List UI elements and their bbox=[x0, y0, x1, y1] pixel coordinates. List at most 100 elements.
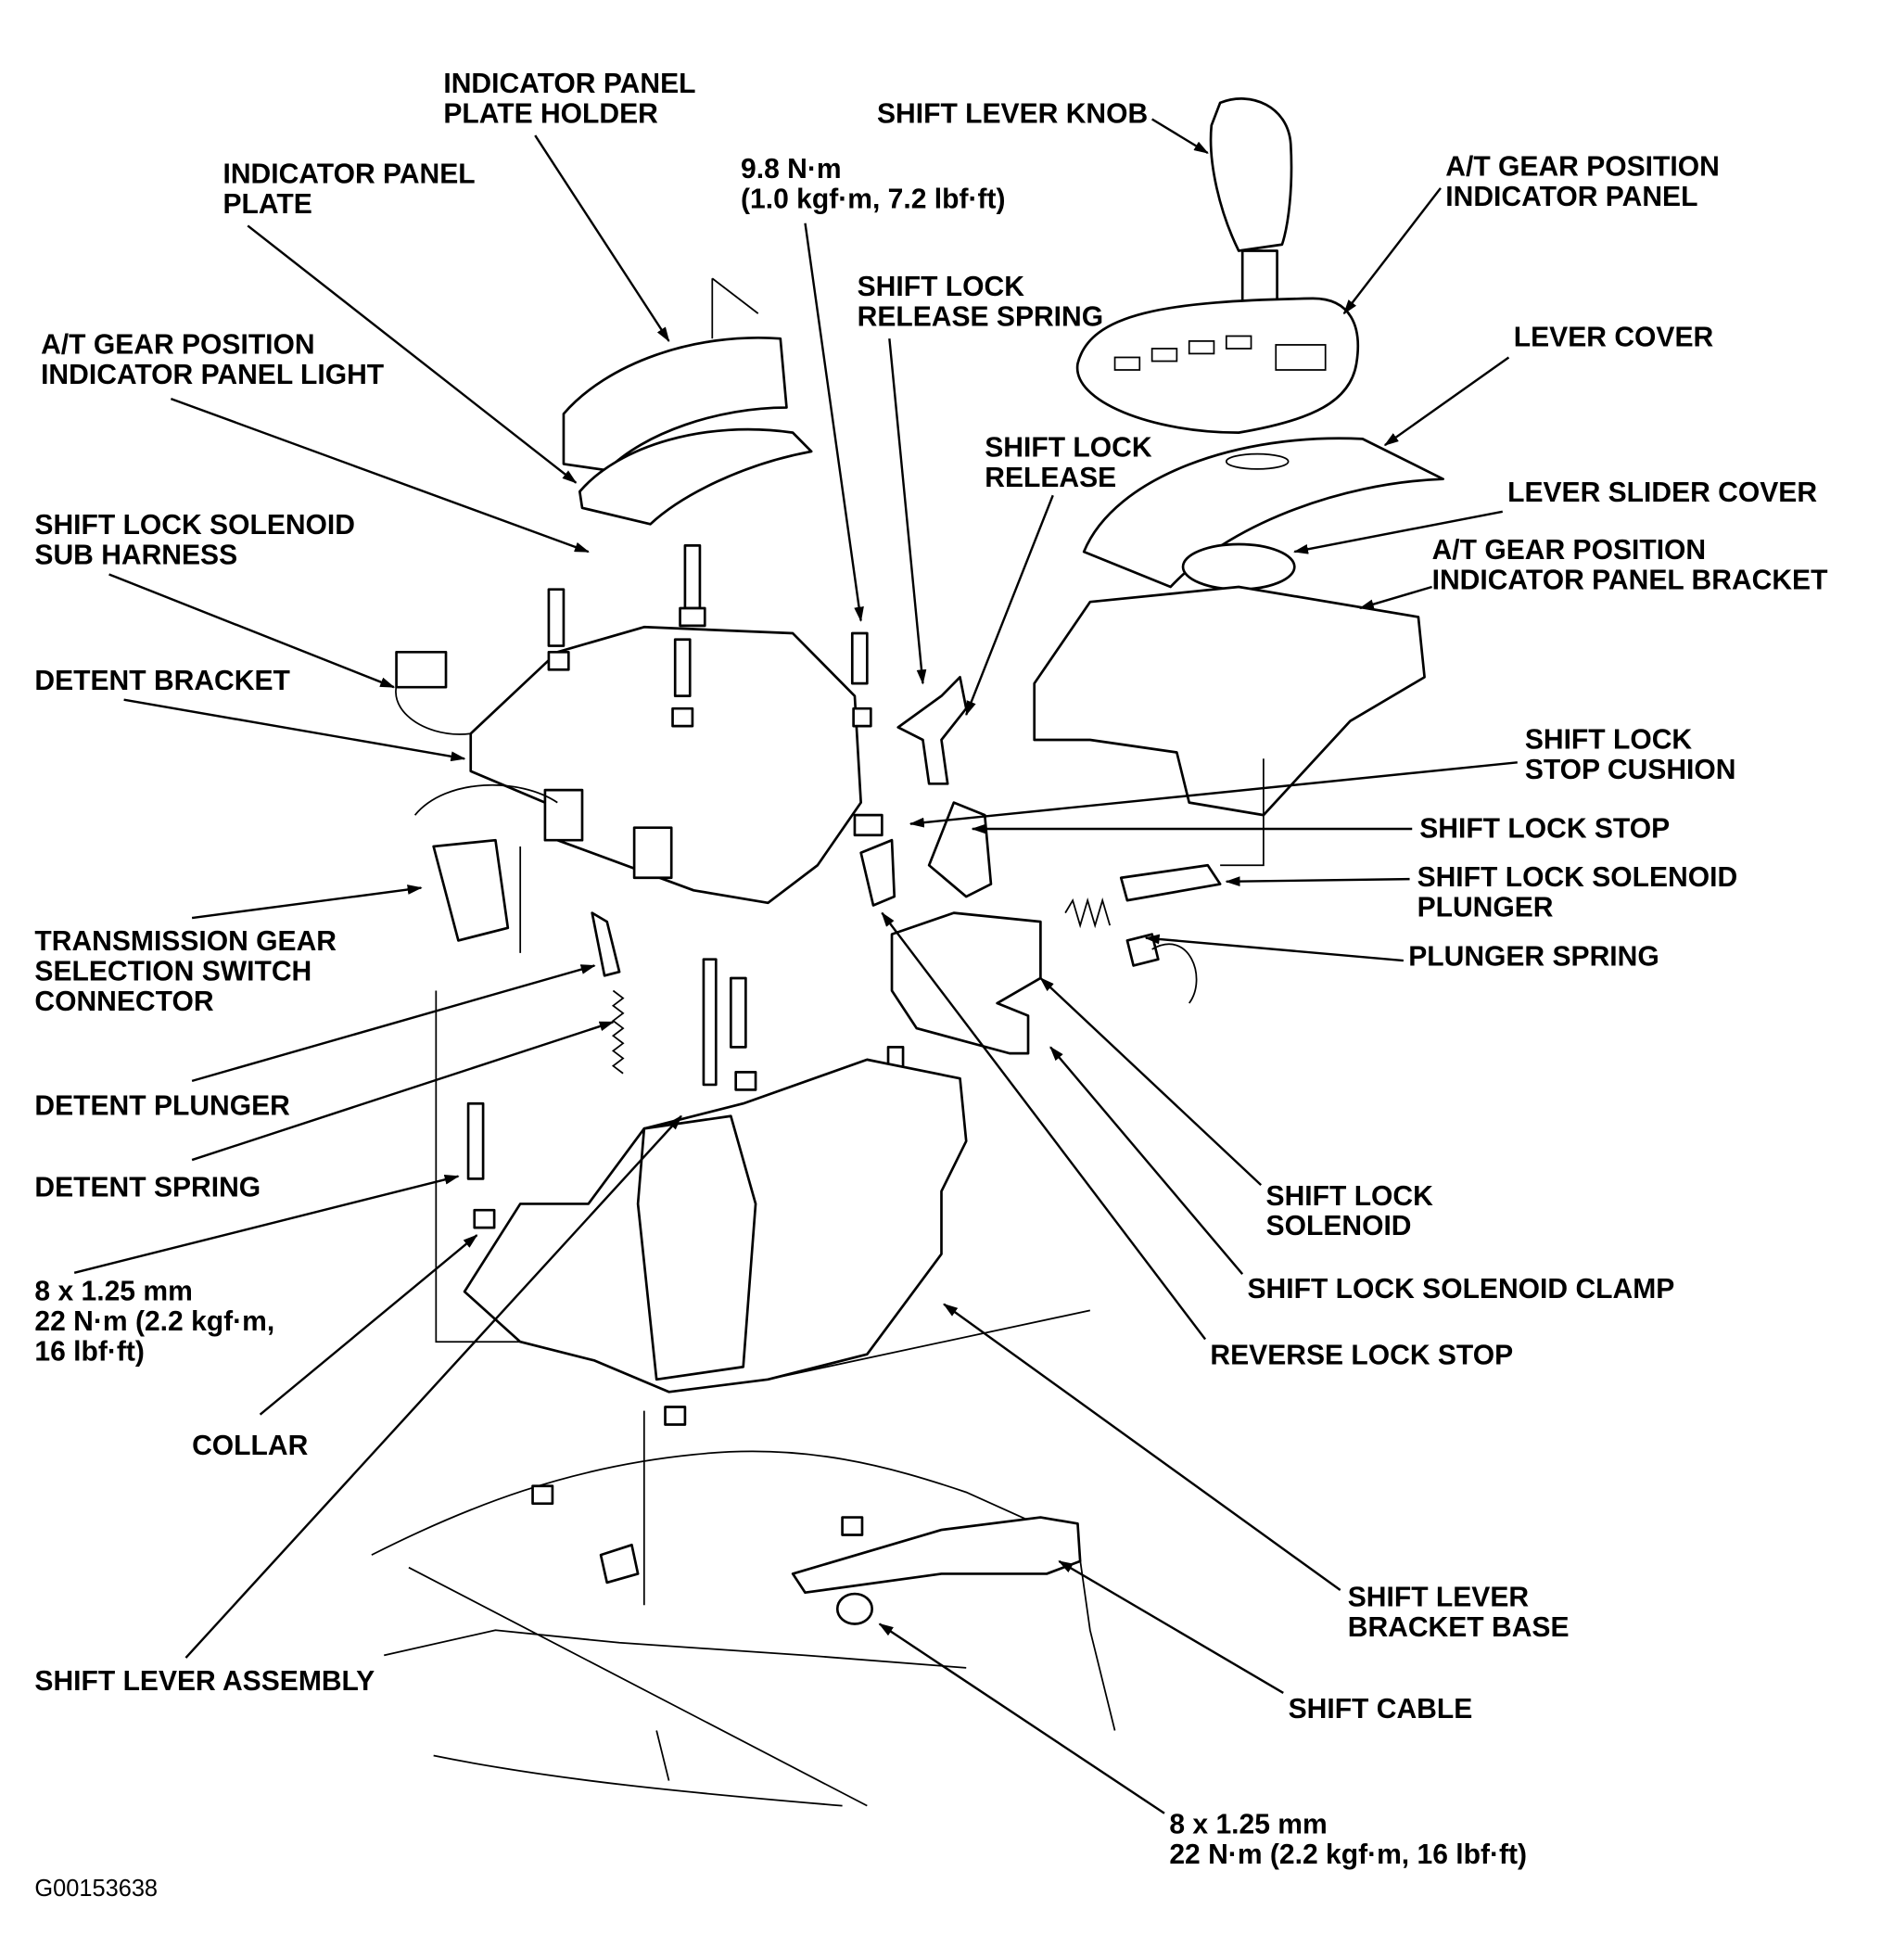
label-line: PLATE bbox=[223, 189, 312, 220]
label-line: DETENT PLUNGER bbox=[34, 1090, 290, 1121]
label-line: SELECTION SWITCH bbox=[34, 957, 311, 987]
label-shift-cable: SHIFT CABLE bbox=[1289, 1694, 1473, 1725]
label-line: LEVER COVER bbox=[1514, 322, 1714, 352]
switch-connector-drawing bbox=[432, 838, 510, 942]
leader-shift-lock-solenoid-clamp bbox=[1049, 1046, 1244, 1275]
indicator-panel-slots bbox=[1113, 335, 1327, 371]
leader-torque-8x1-25-bottom bbox=[878, 1623, 1165, 1814]
lever-cover-drawing bbox=[1082, 437, 1444, 589]
label-line: INDICATOR PANEL BRACKET bbox=[1432, 566, 1828, 596]
label-line: A/T GEAR POSITION bbox=[1432, 535, 1707, 566]
label-line: SHIFT LEVER KNOB bbox=[877, 98, 1148, 129]
label-line: 9.8 N·m bbox=[741, 154, 842, 185]
label-line: SHIFT LOCK SOLENOID bbox=[34, 510, 355, 541]
leader-shift-lock-solenoid-plunger bbox=[1225, 876, 1410, 887]
leader-shift-lever-bracket-base bbox=[943, 1303, 1341, 1591]
indicator-panel-plate-holder-drawing bbox=[562, 337, 788, 472]
label-line: PLATE HOLDER bbox=[443, 98, 658, 129]
leader-lever-cover bbox=[1383, 356, 1510, 447]
label-line: 8 x 1.25 mm bbox=[34, 1276, 192, 1306]
knob-shaft-drawing bbox=[1240, 249, 1278, 302]
shift-lever-assembly-drawing bbox=[636, 1114, 757, 1381]
label-shift-lever-knob: SHIFT LEVER KNOB bbox=[877, 98, 1148, 129]
label-detent-spring: DETENT SPRING bbox=[34, 1172, 261, 1203]
label-line: BRACKET BASE bbox=[1348, 1612, 1570, 1643]
label-reverse-lock-stop: REVERSE LOCK STOP bbox=[1210, 1340, 1513, 1370]
label-plunger-spring: PLUNGER SPRING bbox=[1408, 941, 1659, 972]
leader-at-gear-position-indicator-panel-light bbox=[170, 397, 590, 554]
label-line: LEVER SLIDER COVER bbox=[1507, 477, 1817, 508]
label-line: SHIFT LOCK STOP bbox=[1419, 813, 1670, 844]
label-line: STOP CUSHION bbox=[1525, 755, 1736, 785]
label-line: SHIFT LOCK SOLENOID CLAMP bbox=[1248, 1274, 1675, 1305]
label-line: RELEASE SPRING bbox=[858, 301, 1103, 332]
label-line: PLUNGER bbox=[1417, 893, 1554, 923]
leader-reverse-lock-stop bbox=[881, 911, 1207, 1341]
plunger-spring-drawing bbox=[1064, 897, 1112, 929]
shift-lever-knob-drawing bbox=[1209, 97, 1293, 252]
leader-plunger-spring bbox=[1144, 934, 1404, 962]
label-detent-bracket: DETENT BRACKET bbox=[34, 666, 290, 696]
label-line: DETENT BRACKET bbox=[34, 666, 290, 696]
leader-torque-8x1-25-left bbox=[73, 1175, 460, 1274]
shift-lock-stop-cushion-drawing bbox=[853, 813, 883, 837]
shift-cable-drawing bbox=[791, 1516, 1082, 1595]
leader-lines bbox=[73, 118, 1518, 1814]
lever-slider-cover-drawing bbox=[1181, 542, 1296, 592]
label-line: SHIFT LEVER ASSEMBLY bbox=[34, 1666, 375, 1697]
label-line: INDICATOR PANEL bbox=[443, 69, 695, 99]
indicator-panel-bracket-drawing bbox=[1033, 585, 1426, 817]
leader-shift-lock-solenoid bbox=[1039, 977, 1263, 1187]
label-line: PLUNGER SPRING bbox=[1408, 941, 1659, 972]
leader-shift-lock-solenoid-sub-harness bbox=[108, 573, 396, 689]
shift-lock-solenoid-plunger-drawing bbox=[1119, 863, 1222, 902]
leader-shift-lever-knob bbox=[1151, 118, 1209, 155]
label-torque-9-8: 9.8 N·m(1.0 kgf·m, 7.2 lbf·ft) bbox=[741, 154, 1005, 215]
leader-indicator-panel-plate bbox=[247, 224, 578, 484]
leader-at-gear-position-indicator-panel bbox=[1342, 187, 1442, 315]
label-shift-lock-solenoid-clamp: SHIFT LOCK SOLENOID CLAMP bbox=[1248, 1274, 1675, 1305]
label-line: SHIFT LOCK bbox=[858, 272, 1024, 302]
label-line: A/T GEAR POSITION bbox=[1445, 151, 1720, 182]
shift-lock-release-drawing bbox=[896, 676, 968, 785]
detent-spring-drawing bbox=[611, 989, 625, 1075]
label-lever-cover: LEVER COVER bbox=[1514, 322, 1714, 352]
leader-shift-lock-release-spring bbox=[888, 338, 927, 685]
label-line: SHIFT LEVER bbox=[1348, 1582, 1530, 1612]
leader-detent-bracket bbox=[123, 698, 466, 762]
leader-detent-spring bbox=[191, 1021, 615, 1162]
label-collar: COLLAR bbox=[192, 1431, 308, 1461]
indicator-panel-plate-drawing bbox=[578, 427, 813, 526]
label-line: 22 N·m (2.2 kgf·m, 16 lbf·ft) bbox=[1169, 1839, 1527, 1870]
label-shift-lock-stop: SHIFT LOCK STOP bbox=[1419, 813, 1670, 844]
label-line: REVERSE LOCK STOP bbox=[1210, 1340, 1513, 1370]
label-line: SOLENOID bbox=[1266, 1211, 1412, 1241]
leader-at-gear-position-indicator-panel-bracket bbox=[1358, 585, 1432, 610]
shift-lock-solenoid-drawing bbox=[890, 911, 1042, 1055]
detent-plunger-drawing bbox=[591, 911, 621, 977]
leader-collar bbox=[259, 1234, 478, 1416]
leader-detent-plunger bbox=[191, 964, 596, 1083]
label-line: SHIFT LOCK SOLENOID bbox=[1417, 862, 1738, 893]
leader-shift-cable bbox=[1058, 1559, 1284, 1694]
label-line: INDICATOR PANEL LIGHT bbox=[41, 360, 385, 390]
label-line: INDICATOR PANEL bbox=[223, 159, 476, 189]
part-drawings bbox=[371, 97, 1444, 1807]
reverse-lock-stop-drawing bbox=[859, 838, 896, 907]
leader-shift-lock-stop-cushion bbox=[909, 761, 1518, 828]
label-lever-slider-cover: LEVER SLIDER COVER bbox=[1507, 477, 1817, 508]
